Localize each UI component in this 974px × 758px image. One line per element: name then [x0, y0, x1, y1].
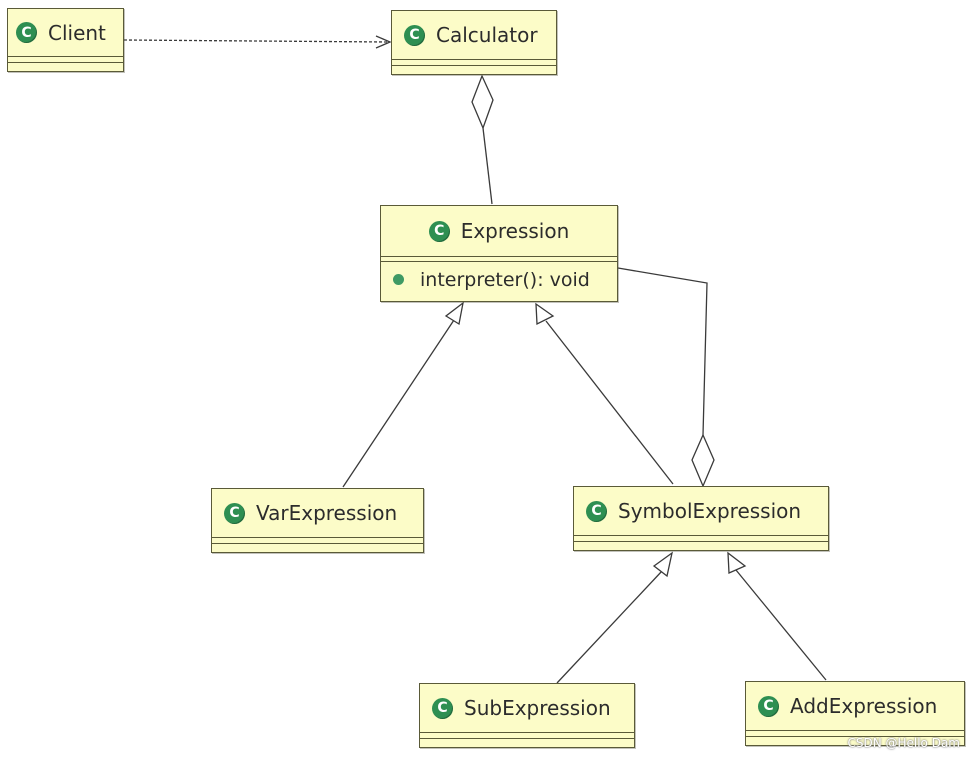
generalization-varexpression-expression [342, 319, 455, 488]
generalization-subexpression-symbolexpression [556, 570, 663, 684]
class-icon: C [586, 500, 607, 522]
generalization-addexpression-symbolexpression [735, 569, 827, 681]
operations-compartment [392, 65, 556, 70]
class-varexpression[interactable]: C VarExpression [211, 488, 424, 553]
class-icon: C [428, 220, 450, 242]
attributes-compartment [420, 732, 634, 738]
class-header: C Calculator [392, 11, 556, 59]
class-client[interactable]: C Client [7, 8, 124, 72]
attributes-compartment [8, 56, 123, 62]
class-addexpression[interactable]: C AddExpression [745, 681, 965, 746]
class-subexpression[interactable]: C SubExpression [419, 683, 635, 748]
aggregation-diamond-symbol [691, 433, 715, 488]
class-header: C Expression [381, 206, 617, 256]
attributes-compartment [212, 537, 423, 543]
attributes-compartment [746, 730, 964, 736]
aggregation-diamond-calculator [471, 74, 494, 130]
attributes-compartment [574, 535, 828, 541]
class-icon: C [758, 695, 779, 717]
public-method-icon [393, 274, 404, 285]
attributes-compartment [392, 59, 556, 65]
generalization-arrowhead-symbol [535, 302, 555, 326]
dependency-client-calculator [123, 39, 389, 43]
generalization-symbolexpression-expression [545, 320, 674, 485]
class-icon: C [432, 697, 453, 719]
class-name: Calculator [436, 23, 538, 47]
class-symbolexpression[interactable]: C SymbolExpression [573, 486, 829, 551]
class-header: C VarExpression [212, 489, 423, 537]
generalization-arrowhead-add [727, 551, 747, 574]
aggregation-expression-symbolexpression [617, 267, 708, 436]
operations-compartment [574, 541, 828, 546]
method-row[interactable]: interpreter(): void [381, 261, 617, 297]
class-expression[interactable]: C Expression interpreter(): void [380, 205, 618, 302]
aggregation-expression-calculator [482, 127, 493, 205]
class-header: C SubExpression [420, 684, 634, 732]
class-name: VarExpression [256, 501, 398, 525]
operations-compartment [420, 738, 634, 743]
attributes-compartment [381, 256, 617, 261]
generalization-arrowhead-sub [652, 551, 673, 578]
class-header: C AddExpression [746, 682, 964, 730]
class-calculator[interactable]: C Calculator [391, 10, 557, 75]
class-name: SubExpression [464, 696, 611, 720]
class-icon: C [16, 22, 37, 43]
class-header: C Client [8, 9, 123, 56]
class-icon: C [404, 24, 425, 46]
generalization-arrowhead-var [444, 301, 464, 326]
class-header: C SymbolExpression [574, 487, 828, 535]
method-signature: interpreter(): void [420, 268, 590, 291]
operations-compartment [746, 736, 964, 741]
operations-compartment [8, 62, 123, 67]
class-icon: C [224, 502, 245, 524]
operations-compartment [212, 543, 423, 548]
class-name: Expression [460, 219, 570, 243]
class-name: Client [48, 20, 106, 45]
class-name: AddExpression [790, 694, 938, 718]
dependency-arrowhead [375, 35, 392, 49]
watermark: CSDN @Hello Dam [847, 736, 960, 750]
class-name: SymbolExpression [618, 499, 802, 523]
